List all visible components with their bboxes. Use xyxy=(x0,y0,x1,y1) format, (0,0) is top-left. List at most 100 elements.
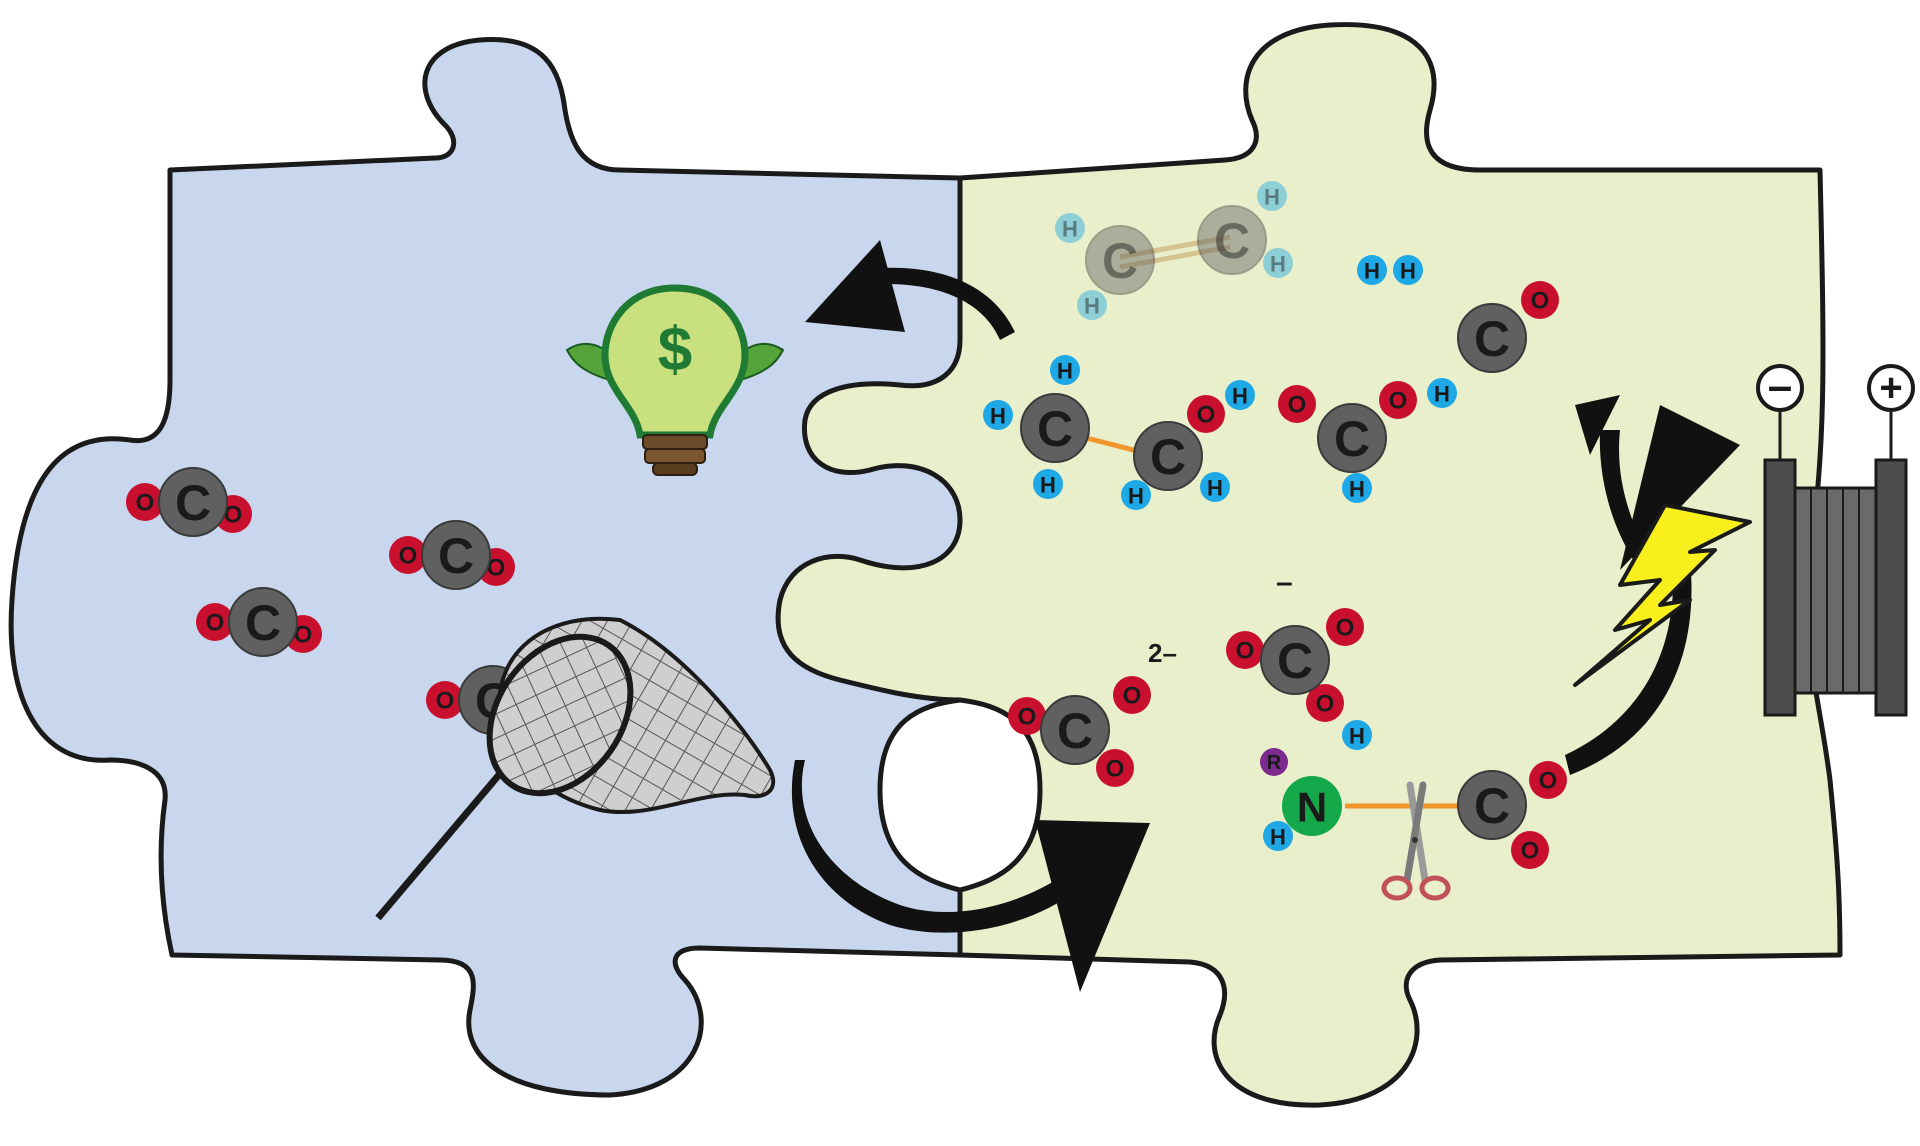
oxygen-atom-label: O xyxy=(1236,638,1255,665)
oxygen-atom-label: O xyxy=(1336,615,1355,642)
arrow-icon xyxy=(791,760,1150,992)
carbon-atom-label: C xyxy=(1474,311,1510,367)
oxygen-atom xyxy=(1278,385,1316,423)
carbon-atom-label: C xyxy=(1057,703,1093,759)
hydrogen-atom xyxy=(1121,480,1151,510)
hydrogen-atom xyxy=(1342,473,1372,503)
hydrogen-atom-label: H xyxy=(1264,185,1280,210)
oxygen-atom xyxy=(1521,281,1559,319)
carbon-atom-label: C xyxy=(175,475,211,531)
oxygen-atom xyxy=(1008,697,1046,735)
r-group-atom-label: R xyxy=(1267,752,1282,774)
carbon-atom-label: C xyxy=(245,595,281,651)
negative-terminal-label: – xyxy=(1768,362,1792,411)
carbon-atom xyxy=(158,467,228,537)
hydrogen-atom-label: H xyxy=(1434,382,1450,407)
hydrogen-atom xyxy=(1393,255,1423,285)
oxygen-atom-label: O xyxy=(224,502,243,529)
oxygen-atom-label: O xyxy=(399,543,418,570)
oxygen-atom xyxy=(1379,381,1417,419)
carbon-atom xyxy=(421,520,491,590)
carbon-atom xyxy=(1197,205,1267,275)
hydrogen-atom xyxy=(1055,213,1085,243)
formic-acid-molecule: O H H OC xyxy=(1278,378,1457,503)
carbon-atom-label: C xyxy=(1150,429,1186,485)
hydrogen-atom xyxy=(1263,248,1293,278)
oxygen-atom xyxy=(1226,631,1264,669)
hydrogen-atom-label: H xyxy=(1349,477,1365,502)
carbon-atom-label: C xyxy=(1474,778,1510,834)
oxygen-atom xyxy=(1113,676,1151,714)
arrow-icon xyxy=(805,240,1015,340)
hydrogen-atom xyxy=(1357,255,1387,285)
oxygen-atom-label: O xyxy=(487,555,506,582)
oxygen-atom-label: O xyxy=(1197,402,1216,429)
oxygen-atom-label: O xyxy=(136,490,155,517)
carbon-atom-label: C xyxy=(1334,411,1370,467)
oxygen-atom xyxy=(1529,761,1567,799)
carbon-atom xyxy=(228,587,298,657)
oxygen-atom-label: O xyxy=(1389,388,1408,415)
hydrogen-atom xyxy=(1077,290,1107,320)
hydrogen-atom-label: H xyxy=(1232,384,1248,409)
positive-terminal xyxy=(1867,364,1915,412)
carbon-atom xyxy=(1457,770,1527,840)
hydrogen-atom-label: H xyxy=(1349,724,1365,749)
carbon-atom-label: C xyxy=(1277,633,1313,689)
carbon-atom-label: C xyxy=(1102,233,1138,289)
oxygen-atom xyxy=(1511,831,1549,869)
oxygen-atom-label: O xyxy=(206,610,225,637)
oxygen-atom-label: O xyxy=(1018,704,1037,731)
co2-molecule: O OC xyxy=(196,587,322,657)
hydrogen-atom-label: H xyxy=(990,404,1006,429)
carbon-monoxide-molecule: OC xyxy=(1457,281,1559,373)
oxygen-atom xyxy=(1306,684,1344,722)
oxygen-atom-label: O xyxy=(1531,288,1550,315)
hydrogen-atom-label: H xyxy=(1128,484,1144,509)
lightning-bolt-icon xyxy=(1573,503,1752,687)
hydrogen-atom xyxy=(1050,355,1080,385)
double-bond xyxy=(1119,234,1231,260)
oxygen-atom-label: O xyxy=(436,688,455,715)
hydrogen-atom xyxy=(1263,821,1293,851)
scissors-icon xyxy=(1381,781,1451,901)
r-group-atom xyxy=(1260,748,1288,776)
oxygen-atom-label: O xyxy=(294,622,313,649)
carbon-atom xyxy=(1317,403,1387,473)
carbon-atom-label: C xyxy=(438,528,474,584)
oxygen-atom xyxy=(196,603,234,641)
carbon-atom xyxy=(1260,625,1330,695)
oxygen-atom xyxy=(1326,608,1364,646)
hydrogen-atom-label: H xyxy=(1207,476,1223,501)
battery-electrode-icon: – + xyxy=(1756,362,1915,717)
butterfly-net-icon xyxy=(375,616,776,921)
carbon-atom xyxy=(1040,695,1110,765)
oxygen-atom-label: O xyxy=(1288,392,1307,419)
light-bulb-dollar-icon: $ xyxy=(565,284,785,476)
hydrogen-atom-label: H xyxy=(1057,359,1073,384)
double-bond xyxy=(1119,244,1231,270)
hydrogen-atom-label: H xyxy=(1270,252,1286,277)
oxygen-atom xyxy=(126,483,164,521)
hydrogen-atom xyxy=(1225,380,1255,410)
carbon-atom-label: C xyxy=(1214,213,1250,269)
nitrogen-atom xyxy=(1282,776,1342,836)
hydrogen-atom-label: H xyxy=(1400,259,1416,284)
hydrogen-atom xyxy=(1342,720,1372,750)
oxygen-atom-label: O xyxy=(1123,683,1142,710)
hydrogen-atom xyxy=(1257,181,1287,211)
hydrogen-atom xyxy=(1200,472,1230,502)
co2-molecule: O OC xyxy=(126,467,252,537)
carbon-atom-label: C xyxy=(1037,401,1073,457)
oxygen-atom xyxy=(389,536,427,574)
oxygen-atom xyxy=(1187,395,1225,433)
hydrogen-atom xyxy=(1033,469,1063,499)
co2-molecule: O OC xyxy=(389,520,515,590)
nitrogen-atom-label: N xyxy=(1297,784,1327,831)
carbon-atom xyxy=(1133,421,1203,491)
